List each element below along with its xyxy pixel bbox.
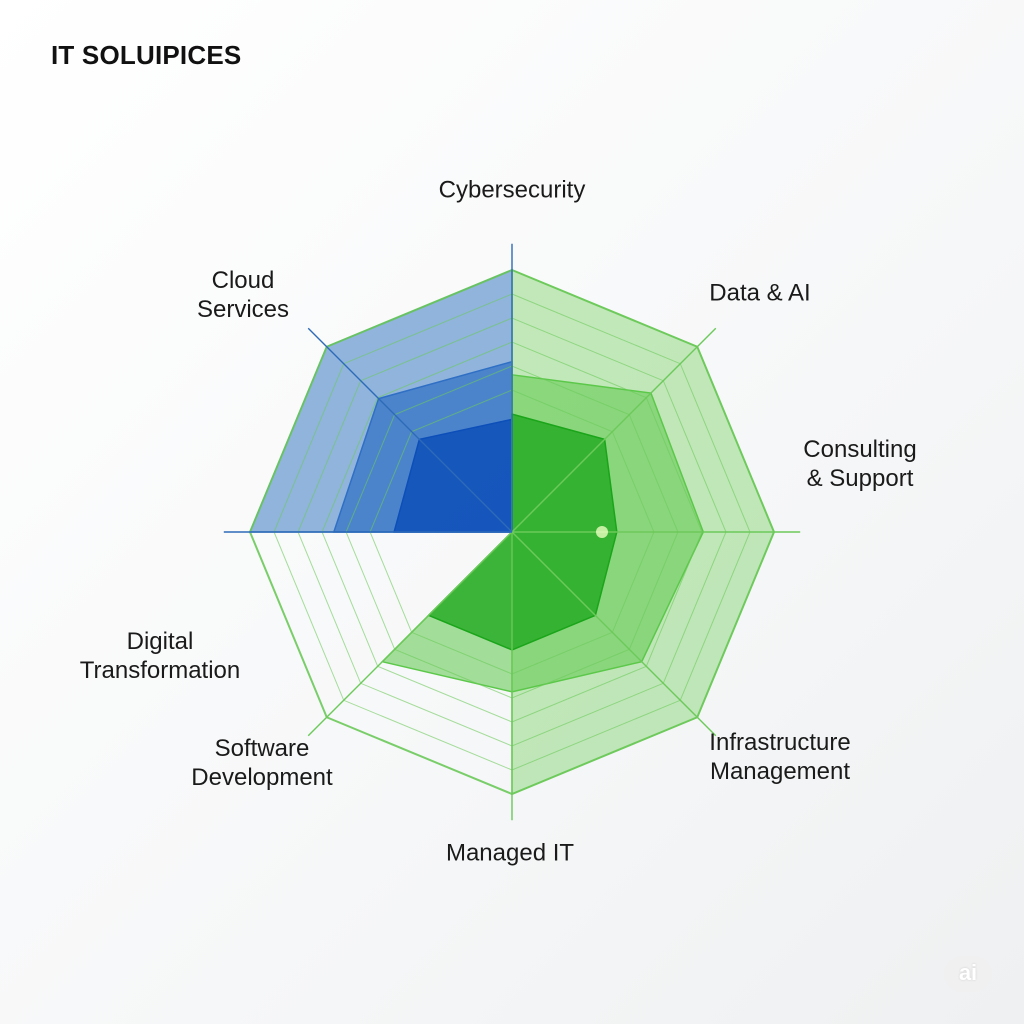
axis-label-line: Management (709, 758, 851, 785)
axis-line (307, 531, 513, 737)
chart-title: IT SOLUIPICES (51, 40, 242, 70)
axis-label-line: Infrastructure (709, 729, 851, 756)
axis-line (307, 327, 513, 533)
axis-line (511, 327, 717, 533)
axis-label-line: Digital (126, 628, 194, 655)
axis-label: Cybersecurity (439, 176, 586, 205)
axis-label-line: & Support (806, 465, 914, 492)
axis-label-line: Software (214, 735, 310, 762)
axis-label-line: Data & AI (709, 279, 811, 307)
axis-label: Managed IT (446, 839, 574, 868)
axis-label: Consulting& Support (803, 435, 916, 493)
axis-label-line: Development (191, 764, 333, 791)
glow-highlight (596, 526, 608, 538)
axis-label-line: Services (196, 296, 290, 323)
axis-label-line: Cloud (211, 267, 275, 294)
axis-label-line: Transformation (79, 657, 241, 684)
axis-line (511, 531, 717, 737)
axis-label: Data & AI (709, 279, 810, 308)
axis-label-line: Cybersecurity (438, 176, 586, 204)
axis-label-line: Consulting (803, 436, 917, 463)
axis-label-line: Managed IT (445, 839, 575, 867)
watermark-logo: ai (944, 956, 992, 992)
